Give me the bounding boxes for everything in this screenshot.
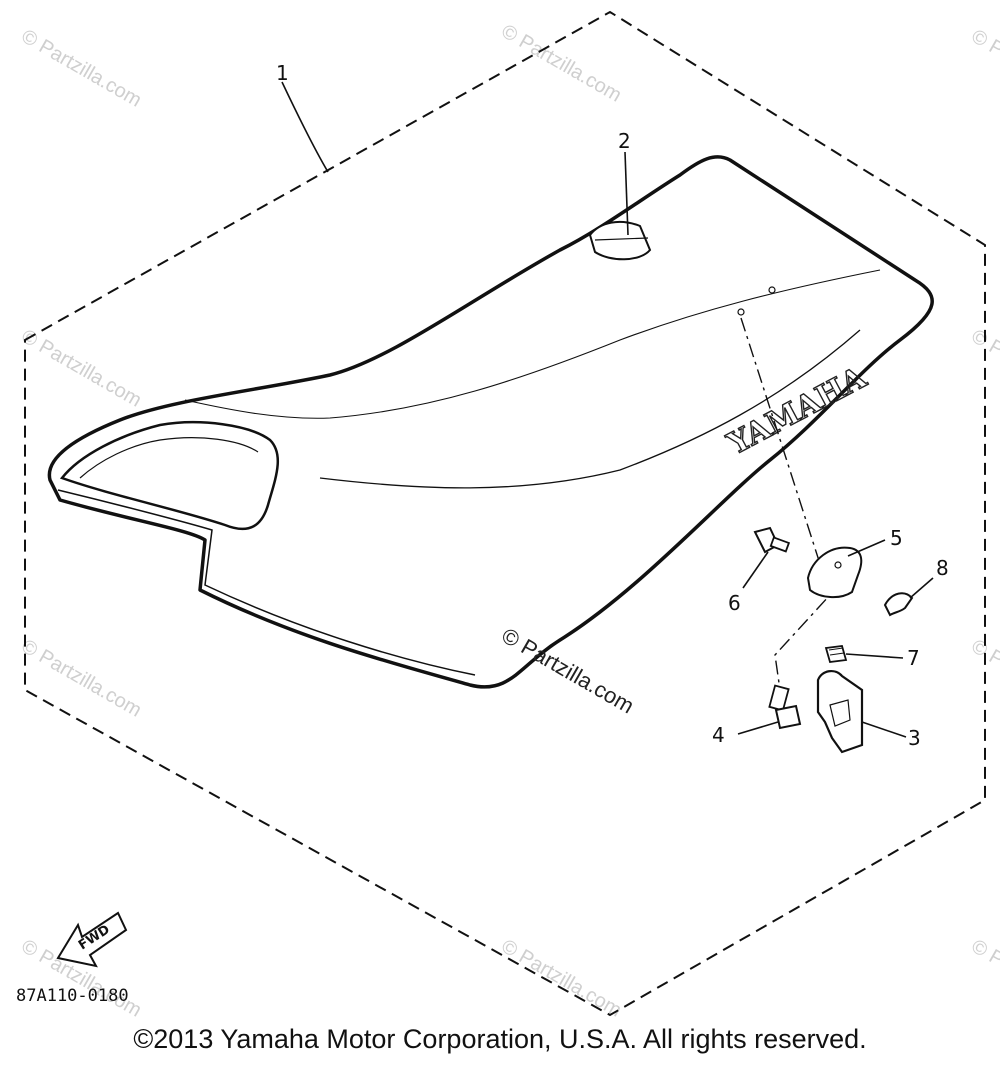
assembly-boundary	[24, 10, 986, 1017]
callout-4: 4	[712, 723, 725, 747]
seat-hook-detail	[829, 699, 851, 727]
seat-strap-edge	[594, 237, 649, 241]
leader-line-2	[624, 151, 629, 236]
mount-hole	[768, 286, 776, 294]
callout-8: 8	[936, 556, 949, 580]
watermark: © Partzilla.com	[18, 25, 146, 111]
callout-1: 1	[276, 61, 289, 85]
seat-handle-inner	[79, 437, 259, 479]
part-6-bolt	[753, 526, 791, 554]
watermark: © Partzilla.com	[968, 935, 1000, 1021]
seat-outline	[47, 155, 934, 689]
part-7-screw	[824, 645, 848, 663]
leader-line-3	[861, 721, 907, 738]
callout-5: 5	[890, 526, 903, 550]
leader-line-6	[742, 551, 769, 589]
leader-line-8	[909, 577, 934, 599]
watermark: © Partzilla.com	[18, 635, 146, 721]
watermark: © Partzilla.com	[18, 325, 146, 411]
seat-strap	[588, 220, 652, 261]
watermark: © Partzilla.com	[498, 20, 626, 106]
leader-line-5	[847, 539, 886, 557]
watermark: © Partzilla.com	[498, 935, 626, 1021]
callout-7: 7	[907, 646, 920, 670]
fwd-arrow-icon: FWD	[56, 911, 128, 968]
alignment-line	[740, 317, 831, 691]
part-5-hook-plate	[806, 546, 863, 598]
seat-handle-opening	[59, 421, 279, 531]
seat-contour-line	[319, 329, 861, 489]
seat-rim-line	[57, 489, 476, 676]
copyright-footer: ©2013 Yamaha Motor Corporation, U.S.A. A…	[133, 1024, 867, 1054]
leader-line-4	[737, 721, 779, 735]
callout-6: 6	[728, 591, 741, 615]
part-3-seat-hook	[816, 670, 864, 754]
hook-plate-hole	[834, 561, 842, 569]
callout-3: 3	[908, 726, 921, 750]
leader-line-7	[845, 653, 904, 659]
watermark: © Partzilla.com	[968, 25, 1000, 111]
diagram-code: 87A110-0180	[16, 986, 129, 1006]
seat-contour-line	[184, 269, 881, 419]
part-4-bolt	[768, 684, 802, 730]
part-8-clip	[883, 592, 914, 617]
watermark: © Partzilla.com	[968, 635, 1000, 721]
callout-2: 2	[618, 129, 631, 153]
leader-line-1	[281, 81, 329, 173]
leader-lines	[281, 81, 934, 738]
mount-hole	[737, 308, 745, 316]
watermark: © Partzilla.com	[968, 325, 1000, 411]
